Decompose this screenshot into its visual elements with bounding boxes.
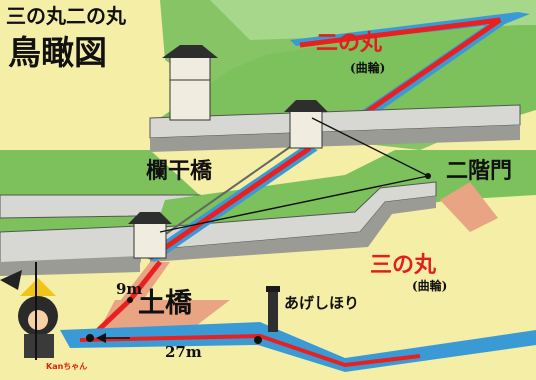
- credit-label: Kanちゃん: [46, 362, 88, 371]
- title-line1: 三の丸二の丸: [6, 4, 126, 28]
- measure-dot-short: [127, 297, 133, 303]
- rankan-bashi-label: 欄干橋: [146, 158, 213, 184]
- measure-dot-start: [86, 334, 94, 342]
- nikaimon-upper: [289, 109, 323, 149]
- ninomaru-route: [299, 17, 502, 125]
- sannomaru-sub: (曲輪): [412, 279, 448, 293]
- watch-tower-roof: [162, 45, 218, 58]
- measure-arrowhead-left: [96, 333, 106, 343]
- nikaimon-upper-roof: [284, 100, 328, 112]
- nikaimon-label: 二階門: [446, 158, 513, 184]
- watch-tower: [169, 54, 211, 121]
- dobashi-label: 土橋: [138, 288, 192, 319]
- measure-dot-end: [254, 336, 262, 344]
- lower-moat-route: [79, 333, 421, 368]
- measure-long-label: 27m: [165, 343, 202, 361]
- ninomaru-sub: (曲輪): [350, 61, 386, 75]
- nikaimon-lower-roof: [128, 212, 172, 224]
- ageshi-gate-cap: [266, 286, 280, 292]
- ninomaru-wall-shade: [150, 125, 520, 152]
- mascot-plume: [0, 270, 22, 290]
- mascot-crest: [20, 278, 56, 296]
- mascot-body: [24, 334, 54, 358]
- measure-short-label: 9m: [116, 280, 143, 298]
- sannomaru-wall-shade: [150, 196, 436, 262]
- nikaimon-lower: [133, 221, 167, 259]
- nikaimon-pointer-dot: [425, 173, 431, 179]
- ageshi-gate: [268, 288, 278, 332]
- mascot-face: [28, 310, 48, 330]
- rankan-rail: [139, 139, 301, 253]
- nikaimon-pointer-lower: [159, 175, 429, 233]
- ninomaru-name: 二の丸: [316, 30, 383, 56]
- ageshi-hori-label: あげしほり: [284, 294, 360, 312]
- title-line2: 鳥瞰図: [8, 33, 107, 72]
- sannomaru-name: 三の丸: [370, 252, 437, 278]
- nikaimon-pointer-upper: [311, 117, 429, 177]
- earth-mound: [440, 182, 498, 232]
- rankan-route: [148, 145, 312, 261]
